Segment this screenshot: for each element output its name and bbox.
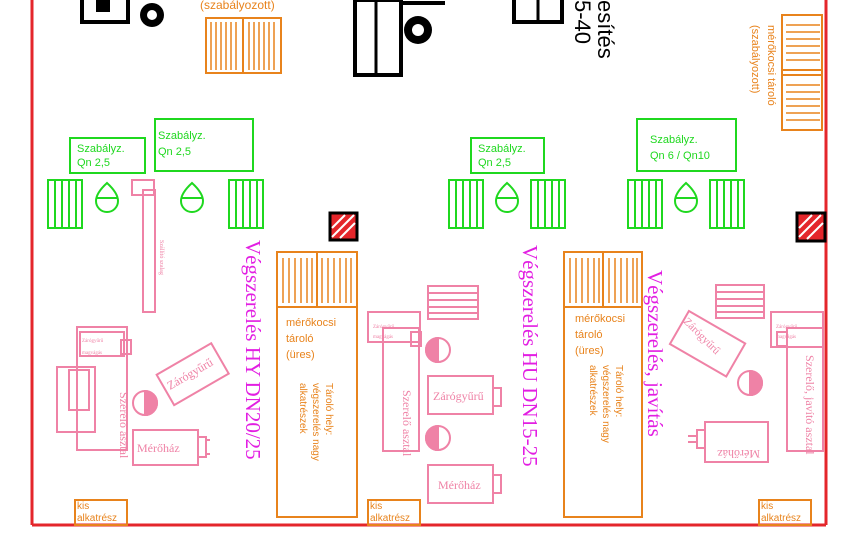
cart-storage-mid — [563, 251, 643, 518]
label-small-1: Zárógyűrű — [82, 339, 104, 344]
regulator-1-line1: Szabályz. — [77, 143, 125, 155]
line-label-hu: Végszerelés HU DN15-25 — [518, 245, 542, 467]
label-merohaz-1: Mérőház — [137, 441, 180, 455]
conveyor — [131, 179, 156, 313]
cart-mid-line2: tároló — [575, 329, 603, 341]
regulator-3-line1: Szabályz. — [478, 143, 526, 155]
kis-1-line1: kis — [77, 501, 89, 512]
label-merohaz-3: Mérőház — [717, 447, 760, 461]
label-regulated-top: (szabályozott) — [200, 0, 275, 12]
kis-2-line1: kis — [370, 501, 382, 512]
cart-mid-note2: végszerelés nagy — [600, 365, 611, 443]
regulator-2-line1: Szabályz. — [158, 130, 206, 142]
label-szerelo-javito: Szerelő, javító asztal — [803, 355, 817, 455]
cart-left-note3: alkatrészek — [297, 383, 308, 435]
label-conveyor: Szállító szalag — [158, 240, 164, 275]
regulator-3-line2: Qn 2,5 — [478, 157, 511, 169]
label-small-3b: magvágás — [776, 335, 796, 340]
cart-storage-left — [276, 251, 358, 518]
kis-3-line1: kis — [761, 501, 773, 512]
label-merohaz-2: Mérőház — [438, 478, 481, 492]
green-radiators — [47, 179, 745, 229]
label-small-3: Zárógyűrű — [776, 325, 798, 330]
storage-top — [205, 17, 282, 74]
label-zarogyuru-1: Zárógyűrű — [165, 355, 216, 392]
label-szerelo-2: Szerelő asztal — [400, 390, 414, 457]
line-label-hy: Végszerelés HY DN20/25 — [241, 240, 265, 460]
machine-top-right — [512, 0, 564, 24]
cart-left-note2: végszerelés nagy — [310, 383, 321, 461]
walls — [30, 0, 828, 527]
label-small-2b: magvágás — [373, 335, 393, 340]
kis-3-line2: alkatrész — [761, 513, 801, 524]
regulator-4-line2: Qn 6 / Qn10 — [650, 150, 710, 162]
kis-2-line2: alkatrész — [370, 513, 410, 524]
label-testing-partial: esítés — [593, 0, 618, 59]
label-zarogyuru-2: Zárógyűrű — [433, 389, 484, 403]
machine-top-center — [353, 0, 445, 77]
label-szerelo-1: Szerelő asztal — [117, 392, 131, 459]
machine-top-left — [80, 0, 164, 27]
regulator-4-line1: Szabályz. — [650, 134, 698, 146]
hazard-markers — [328, 211, 827, 243]
label-right-store-2: (szabályozott) — [749, 25, 761, 93]
cart-left-line2: tároló — [286, 333, 314, 345]
label-zarogyuru-3: Zárógyűrű — [681, 316, 723, 358]
green-drops — [94, 181, 699, 213]
storage-right — [781, 14, 823, 131]
label-small-2: Zárógyűrű — [373, 325, 395, 330]
cart-left-line1: mérőkocsi — [286, 317, 336, 329]
kis-boxes — [74, 499, 812, 526]
pink-equipment — [56, 284, 824, 504]
label-range-partial: 5-40 — [570, 0, 595, 44]
regulator-1-line2: Qn 2,5 — [77, 157, 110, 169]
cart-mid-line3: (üres) — [575, 345, 604, 357]
regulator-2-line2: Qn 2,5 — [158, 146, 191, 158]
regulator-boxes — [69, 118, 737, 174]
label-small-1b: magvágás — [82, 351, 102, 356]
line-label-repair: Végszerelés, javítás — [643, 270, 667, 437]
cart-left-note1: Tároló hely: — [323, 383, 334, 435]
label-right-store-1: mérőkocsi tároló — [765, 25, 777, 106]
cart-left-line3: (üres) — [286, 349, 315, 361]
cart-mid-note1: Tároló hely: — [613, 365, 624, 417]
kis-1-line2: alkatrész — [77, 513, 117, 524]
cart-mid-note3: alkatrészek — [587, 365, 598, 417]
cart-mid-line1: mérőkocsi — [575, 313, 625, 325]
